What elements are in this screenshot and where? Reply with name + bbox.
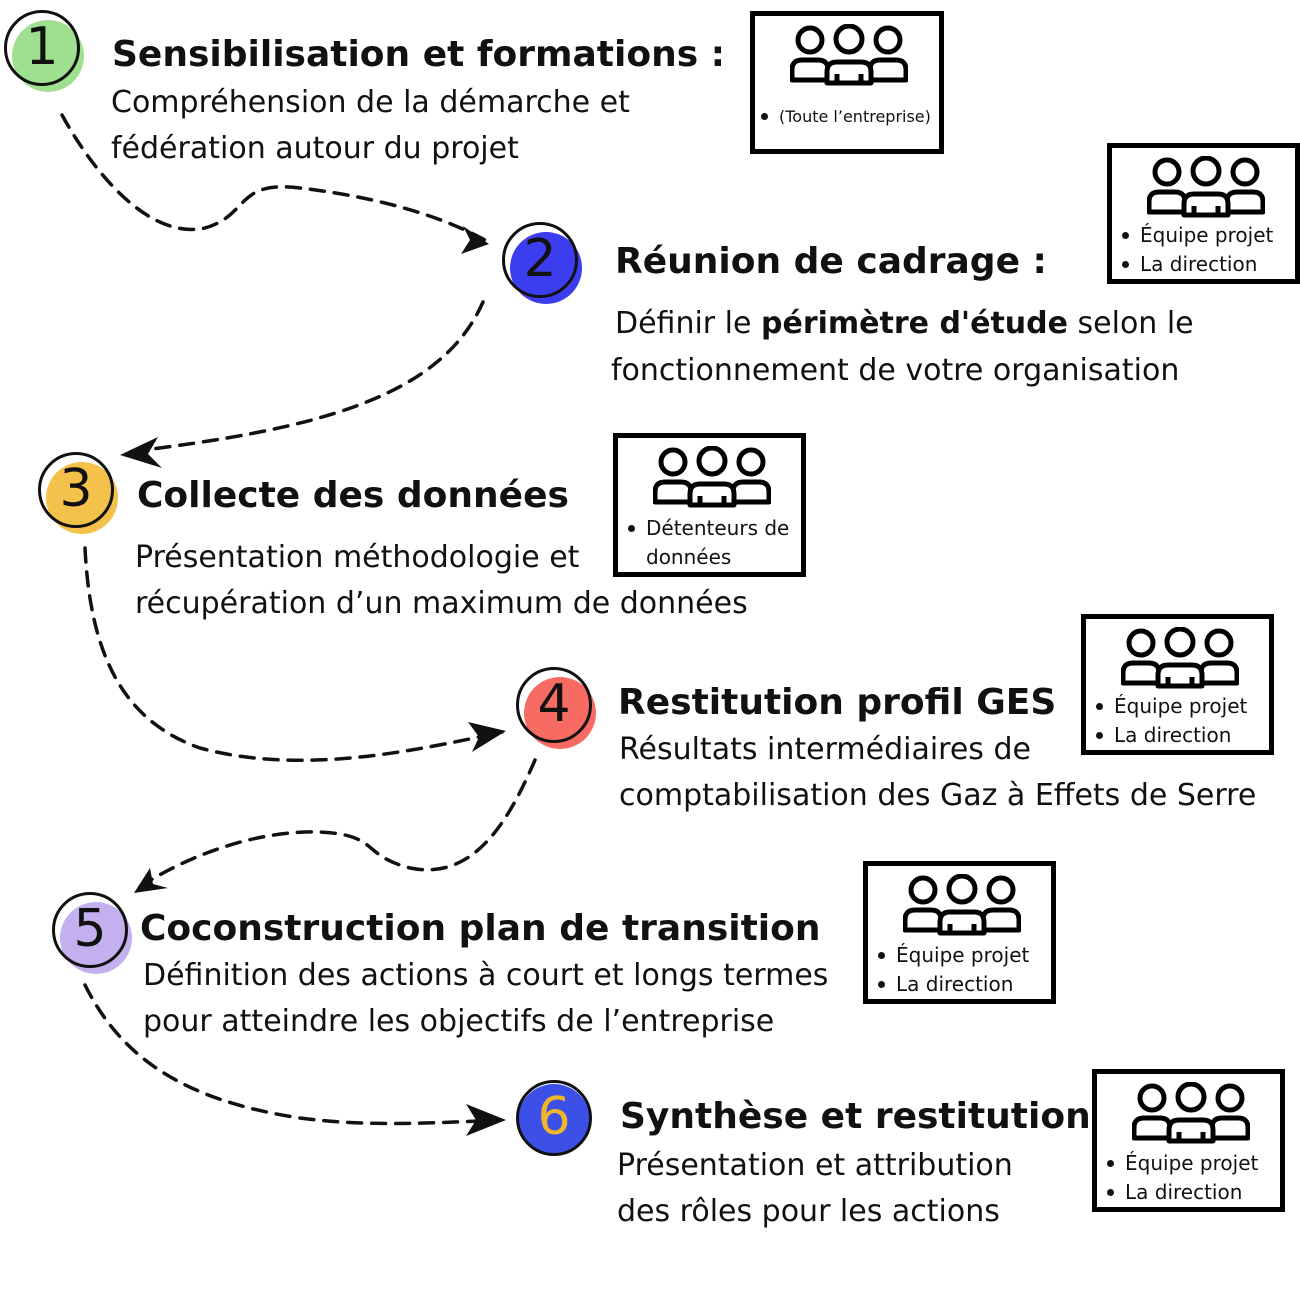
participant-item: La direction: [877, 970, 1029, 999]
step-3-description-line-1: Présentation méthodologie et: [135, 540, 580, 575]
step-4-badge: 4: [516, 667, 596, 749]
participant-item: Détenteurs de: [627, 514, 789, 543]
arrow-3-to-4: [83, 546, 504, 763]
step-3-description-line-2: récupération d’un maximum de données: [135, 586, 748, 621]
step-6-participants-list: Équipe projet La direction: [1103, 1149, 1258, 1207]
arrow-4-to-5: [136, 758, 537, 890]
step-2-title: Réunion de cadrage :: [615, 241, 1047, 282]
participant-item: La direction: [1095, 721, 1247, 750]
step-5-description-line-1: Définition des actions à court et longs …: [143, 958, 829, 993]
step-1-participants-box: (Toute l’entreprise): [750, 11, 944, 154]
step-5-title: Coconstruction plan de transition: [140, 908, 821, 949]
step-1-number: 1: [25, 17, 59, 77]
step-5-participants-box: Équipe projet La direction: [863, 861, 1056, 1004]
participant-item: Équipe projet: [877, 941, 1029, 970]
step-4-title: Restitution profil GES: [618, 682, 1057, 723]
people-group-icon: [1147, 156, 1265, 218]
step-5-description-line-2: pour atteindre les objectifs de l’entrep…: [143, 1004, 775, 1039]
step-4-participants-list: Équipe projet La direction: [1092, 692, 1247, 750]
step-2-participants-list: Équipe projet La direction: [1118, 221, 1273, 279]
participant-item: Équipe projet: [1095, 692, 1247, 721]
arrow-1-to-2: [60, 113, 487, 242]
participant-item: Équipe projet: [1106, 1149, 1258, 1178]
participant-item: Équipe projet: [1121, 221, 1273, 250]
step-1-description-line-2: fédération autour du projet: [111, 131, 519, 166]
arrowhead-2: [461, 226, 489, 254]
arrow-5-to-6: [83, 983, 500, 1126]
step-4-description-line-2: comptabilisation des Gaz à Effets de Ser…: [619, 778, 1257, 813]
people-group-icon: [653, 446, 771, 508]
step-3-number: 3: [59, 459, 93, 519]
arrowhead-5: [134, 868, 168, 893]
step-6-participants-box: Équipe projet La direction: [1092, 1069, 1285, 1212]
participant-item-continued: données: [646, 545, 732, 569]
step-6-number: 6: [537, 1087, 571, 1147]
step-2-badge: 2: [502, 222, 582, 304]
participant-item: (Toute l’entreprise): [761, 102, 931, 131]
step-4-number: 4: [537, 674, 571, 734]
people-group-icon: [903, 874, 1021, 936]
step-3-participants-list: Détenteurs de données: [624, 514, 789, 572]
people-group-icon: [1121, 627, 1239, 689]
people-group-icon: [1132, 1082, 1250, 1144]
step-3-title: Collecte des données: [137, 475, 569, 516]
arrowhead-3: [120, 437, 162, 468]
step-3-badge: 3: [38, 452, 118, 534]
step-6-description-line-2: des rôles pour les actions: [617, 1194, 1000, 1229]
step-1-participants-list: (Toute l’entreprise): [757, 102, 931, 131]
step-6-title: Synthèse et restitution: [620, 1096, 1091, 1137]
step-2-description-line-2: fonctionnement de votre organisation: [611, 353, 1180, 388]
step-3-participants-box: Détenteurs de données: [613, 433, 806, 577]
step-4-participants-box: Équipe projet La direction: [1081, 614, 1274, 755]
step-5-badge: 5: [52, 892, 132, 974]
step-1-description-line-1: Compréhension de la démarche et: [111, 85, 630, 120]
participant-item: La direction: [1106, 1178, 1258, 1207]
step-5-participants-list: Équipe projet La direction: [874, 941, 1029, 999]
arrowhead-4: [468, 722, 506, 752]
step-2-description-bold: périmètre d'étude: [761, 306, 1068, 341]
step-4-description-line-1: Résultats intermédiaires de: [619, 732, 1031, 767]
arrowhead-6: [466, 1104, 506, 1136]
arrow-2-to-3: [126, 300, 485, 454]
step-6-badge: 6: [516, 1080, 592, 1156]
step-1-badge: 1: [4, 10, 84, 92]
people-group-icon: [790, 24, 908, 86]
step-5-number: 5: [73, 899, 107, 959]
step-1-title: Sensibilisation et formations :: [112, 34, 726, 75]
step-2-description-line-1: Définir le périmètre d'étude selon le: [615, 306, 1194, 341]
step-2-number: 2: [523, 229, 557, 289]
step-2-participants-box: Équipe projet La direction: [1107, 143, 1300, 284]
participant-item: La direction: [1121, 250, 1273, 279]
step-6-description-line-1: Présentation et attribution: [617, 1148, 1013, 1183]
